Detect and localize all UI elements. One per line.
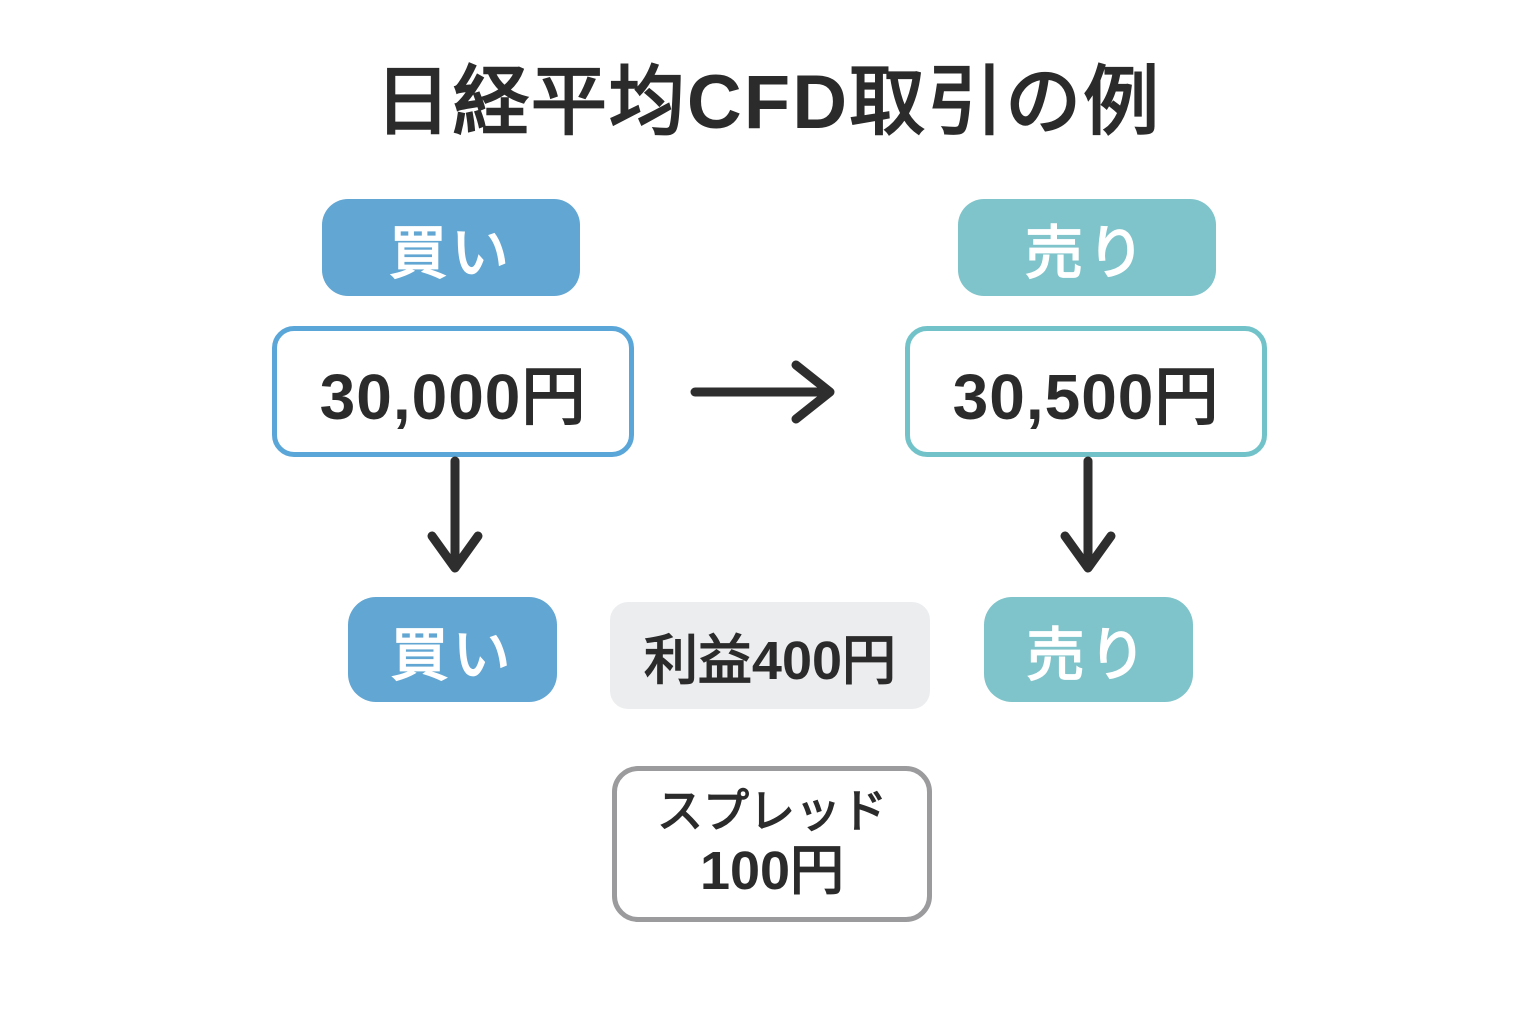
spread-value: 100円: [699, 841, 845, 902]
sell-badge-bottom: 売り: [984, 597, 1193, 702]
profit-badge: 利益400円: [610, 602, 930, 709]
down-arrow-icon: [427, 456, 483, 573]
spread-label: スプレッド: [657, 785, 887, 837]
diagram-title: 日経平均CFD取引の例: [374, 60, 1162, 145]
down-arrow-icon: [1060, 456, 1116, 573]
right-arrow-icon: [690, 360, 835, 424]
spread-box: スプレッド 100円: [612, 766, 932, 922]
sell-badge-top: 売り: [958, 199, 1216, 296]
buy-badge-bottom: 買い: [348, 597, 557, 702]
buy-price-box: 30,000円: [272, 326, 634, 457]
sell-price-box: 30,500円: [905, 326, 1267, 457]
buy-badge-top: 買い: [322, 199, 580, 296]
